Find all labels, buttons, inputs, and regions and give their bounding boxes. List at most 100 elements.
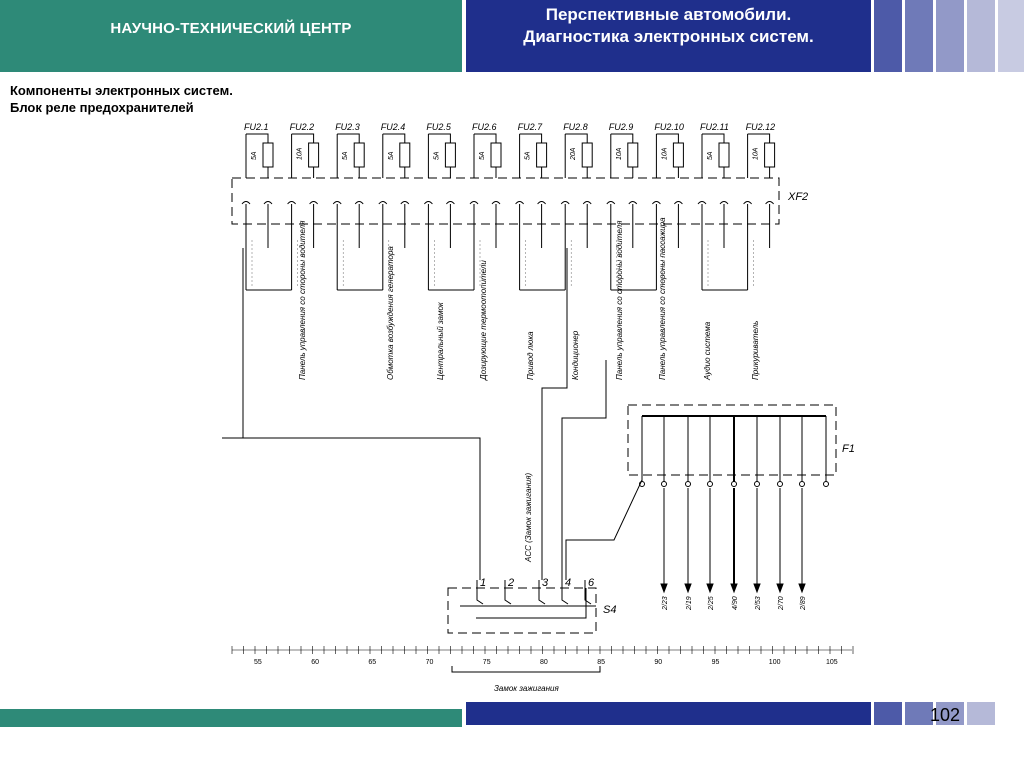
f1-terminal (823, 481, 829, 487)
title-line-2: Диагностика электронных систем. (523, 27, 814, 46)
ruler-label: 105 (826, 659, 838, 666)
fuse-rating-label: 5A (342, 151, 349, 160)
fuse-rating-label: 5A (433, 151, 440, 160)
fuse-id-label: FU2.10 (654, 122, 684, 132)
fuse-body (490, 142, 502, 168)
pin-mark (697, 201, 707, 205)
page-number: 102 (929, 705, 961, 725)
footer-green-bar (0, 709, 462, 727)
fuse-wire-top (702, 133, 725, 143)
pin-mark (560, 201, 570, 205)
pin-mark (606, 201, 616, 205)
footer-square-3 (936, 702, 964, 725)
pin-mark (332, 201, 342, 205)
consumer-label: Обмотка возбуждения генератора (386, 246, 395, 380)
pin-mark (537, 201, 546, 205)
title-line-1: Перспективные автомобили. (545, 5, 792, 24)
s4-label: S4 (603, 604, 616, 616)
acc-label: ACC (Замок зажигания) (524, 472, 533, 563)
fuse-rating-label: 5A (525, 151, 532, 160)
ruler-label: 85 (597, 659, 605, 666)
ruler-label: 55 (254, 659, 262, 666)
header-left-bar: НАУЧНО-ТЕХНИЧЕСКИЙ ЦЕНТР (0, 0, 462, 72)
ruler-label: 80 (540, 659, 548, 666)
consumer-labels: Панель управления со стороны водителя Обм… (298, 217, 760, 381)
fuse-rating-label: 5A (251, 151, 258, 160)
fuse-wire-top (610, 133, 634, 143)
pin-mark (491, 201, 501, 205)
f1-terminal (661, 481, 667, 487)
footer-square-1 (874, 702, 902, 725)
header-square-4 (967, 0, 995, 72)
subtitle-line-2: Блок реле предохранителей (10, 100, 194, 115)
header-square-1 (874, 0, 902, 72)
output-arrow (753, 583, 761, 594)
consumer-label: Панель управления со стороны пассажира (658, 217, 667, 380)
fuse-row: FU2.15AFU2.210AFU2.35AFU2.45AFU2.55AFU2.… (241, 122, 775, 291)
f1-terminal (777, 481, 783, 487)
fuse-body (718, 142, 730, 168)
ruler-label: 100 (769, 659, 781, 666)
fuse-wire-top (428, 133, 451, 143)
fuse-body (627, 142, 639, 168)
ruler-label: 95 (712, 659, 720, 666)
f1-terminal (799, 481, 805, 487)
header-square-5 (998, 0, 1024, 72)
f1-box (627, 404, 837, 476)
consumer-label: Панель управления со стороны водителя (298, 220, 307, 380)
pin-mark (582, 201, 592, 205)
slide-subtitle: Компоненты электронных систем. Блок реле… (10, 82, 233, 116)
feed-acc (541, 248, 568, 580)
header-square-2 (905, 0, 933, 72)
switch-contact (476, 580, 484, 605)
fuse-body (536, 142, 548, 168)
fuse-wire-top (565, 133, 588, 143)
fuse-rating-label: 10A (616, 147, 623, 160)
fuse-id-label: FU2.2 (290, 122, 315, 132)
fuse-rating-label: 5A (707, 151, 714, 160)
output-label: 2/19 (686, 596, 693, 611)
footer-square-2 (905, 702, 933, 725)
pin-mark (743, 201, 752, 205)
ruler-label: 60 (311, 659, 319, 666)
pin-mark (446, 201, 455, 205)
wiring (222, 177, 852, 673)
fuse-id-label: FU2.9 (609, 122, 634, 132)
fuse-body (308, 142, 320, 168)
output-arrow (730, 583, 738, 594)
ruler-label: 90 (654, 659, 662, 666)
fuse-rating-label: 10A (297, 147, 304, 160)
fuse-wire-top (291, 133, 315, 143)
pin-mark (469, 201, 479, 205)
consumer-label: Дозирующие термоотопители (479, 260, 488, 381)
output-arrow (684, 583, 692, 594)
switch-contact (538, 580, 546, 605)
switch-contact (504, 580, 512, 605)
fuse-body (399, 142, 411, 168)
fuse-rating-label: 10A (661, 147, 668, 160)
switch-contact (561, 580, 569, 605)
fuse-rating-label: 5A (388, 151, 395, 160)
switch-contact-label: 2 (507, 577, 514, 589)
consumer-label: Центральный замок (436, 301, 445, 380)
output-label: 2/25 (708, 596, 715, 611)
fuse-wire-top (519, 133, 543, 143)
f1-terminal (731, 481, 737, 487)
feed-line-left (222, 248, 244, 439)
consumer-label: Аудио система (703, 321, 712, 381)
f1-terminal (707, 481, 713, 487)
feed-line-left-2 (243, 437, 481, 580)
switch-contact (584, 580, 592, 605)
output-label: 2/70 (778, 596, 785, 611)
footer-blue-bar (466, 702, 871, 725)
feed-kond (561, 360, 607, 580)
pin-mark (287, 201, 296, 205)
center-title: НАУЧНО-ТЕХНИЧЕСКИЙ ЦЕНТР (110, 20, 352, 37)
output-label: 4/90 (732, 596, 739, 610)
fuse-id-label: FU2.3 (335, 122, 360, 132)
switch-contact-label: 4 (565, 577, 571, 589)
xf2-connector-box (231, 177, 780, 225)
ruler-label: 75 (483, 659, 491, 666)
fuse-wire-top (474, 133, 497, 143)
fuse-body (672, 142, 684, 168)
